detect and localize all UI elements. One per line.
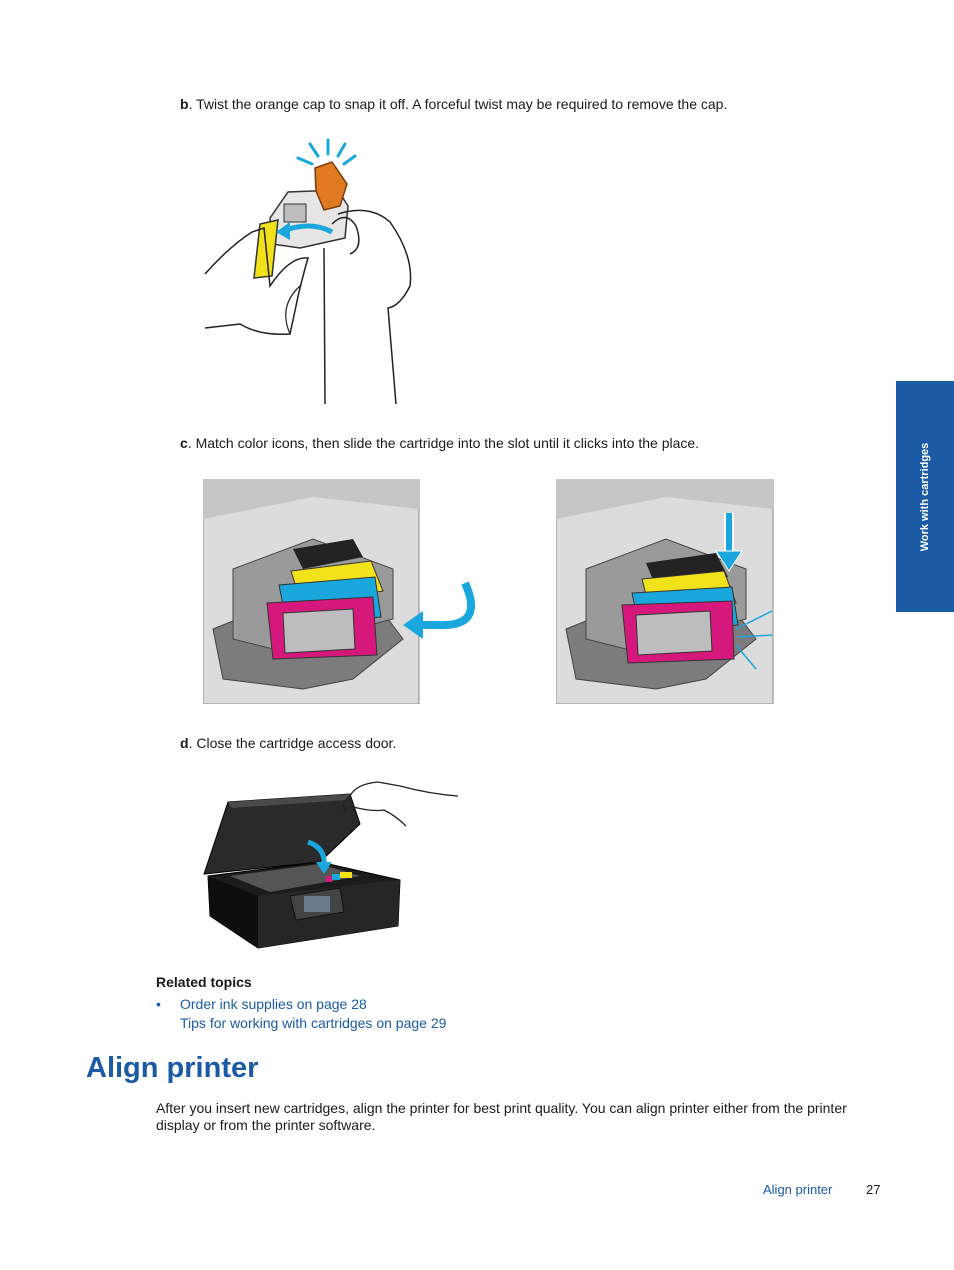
footer-section-name: Align printer — [763, 1182, 833, 1197]
step-b: b. Twist the orange cap to snap it off. … — [180, 95, 727, 113]
step-c-text: . Match color icons, then slide the cart… — [187, 435, 700, 451]
related-topics-list: • Order ink supplies on page 28 Tips for… — [156, 995, 446, 1033]
link-cartridge-tips[interactable]: Tips for working with cartridges on page… — [180, 1015, 447, 1031]
step-b-text: . Twist the orange cap to snap it off. A… — [188, 96, 728, 112]
link-order-ink[interactable]: Order ink supplies on page 28 — [180, 996, 367, 1012]
twist-cap-illustration — [204, 138, 412, 405]
section-heading: Align printer — [86, 1052, 259, 1084]
step-d-letter: d — [180, 735, 189, 751]
related-topics-title: Related topics — [156, 974, 252, 990]
list-item: • Order ink supplies on page 28 — [156, 995, 446, 1014]
step-d: d. Close the cartridge access door. — [180, 734, 396, 752]
step-c-letter: c — [180, 435, 188, 451]
close-door-illustration — [203, 781, 459, 949]
side-tab-label: Work with cartridges — [919, 442, 931, 551]
section-body: After you insert new cartridges, align t… — [156, 1100, 847, 1133]
step-b-letter: b — [180, 96, 189, 112]
step-c: c. Match color icons, then slide the car… — [180, 434, 699, 452]
bullet-icon: • — [156, 996, 161, 1012]
cartridge-seated-illustration — [556, 479, 774, 704]
list-item: Tips for working with cartridges on page… — [156, 1014, 446, 1033]
page-number: 27 — [866, 1182, 881, 1197]
side-tab: Work with cartridges — [896, 381, 954, 612]
cartridge-insert-illustration — [203, 479, 475, 704]
step-d-text: . Close the cartridge access door. — [188, 735, 397, 751]
